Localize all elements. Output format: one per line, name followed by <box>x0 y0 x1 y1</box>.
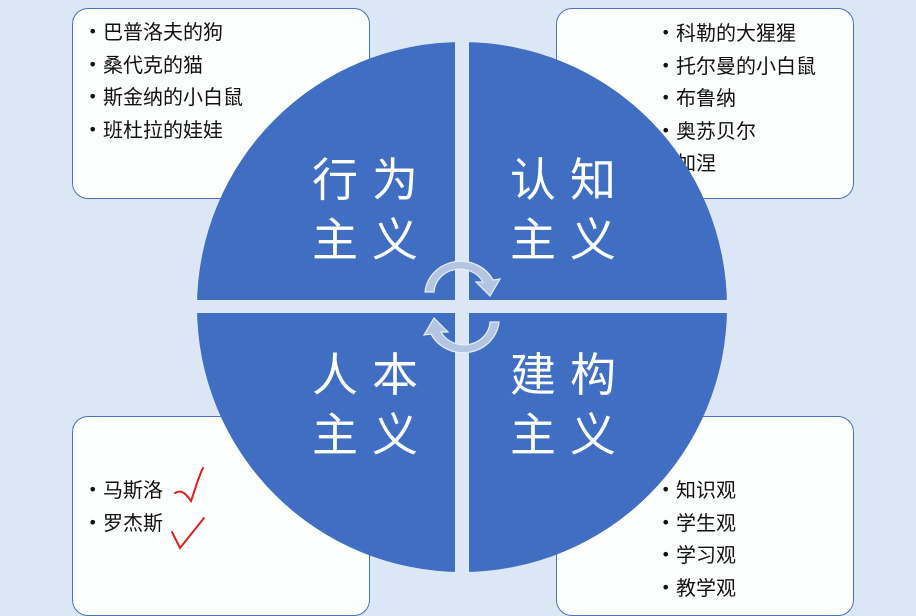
list-item: 桑代克的猫 <box>88 49 243 82</box>
label-line: 建构 <box>510 348 630 402</box>
list-item: 班杜拉的娃娃 <box>88 114 243 147</box>
label-line: 主义 <box>510 408 630 462</box>
label-line: 主义 <box>312 408 432 462</box>
list-item: 知识观 <box>661 474 736 507</box>
list-item: 奥苏贝尔 <box>661 115 816 148</box>
list-item: 布鲁纳 <box>661 82 816 115</box>
list-item: 科勒的大猩猩 <box>661 17 816 50</box>
label-line: 主义 <box>312 213 432 267</box>
learning-theories-circle <box>171 42 735 572</box>
cognitivism-list: 科勒的大猩猩 托尔曼的小白鼠 布鲁纳 奥苏贝尔 加涅 <box>661 17 816 180</box>
constructivism-label: 建构 主义 <box>500 345 640 465</box>
list-item: 罗杰斯 <box>88 507 163 540</box>
constructivism-list: 知识观 学生观 学习观 教学观 <box>661 474 736 604</box>
cognitivism-label: 认知 主义 <box>500 150 640 270</box>
list-item: 托尔曼的小白鼠 <box>661 50 816 83</box>
list-item: 马斯洛 <box>88 474 163 507</box>
label-line: 人本 <box>312 348 432 402</box>
list-item: 学习观 <box>661 539 736 572</box>
checkmark-icon <box>171 467 205 550</box>
list-item: 学生观 <box>661 507 736 540</box>
cycle-arrows-icon <box>422 260 502 354</box>
horizontal-divider <box>190 300 735 313</box>
humanism-list: 马斯洛 罗杰斯 <box>88 474 163 539</box>
label-line: 主义 <box>510 213 630 267</box>
humanism-label: 人本 主义 <box>302 345 442 465</box>
behaviorism-list: 巴普洛夫的狗 桑代克的猫 斯金纳的小白鼠 班杜拉的娃娃 <box>88 16 243 146</box>
label-line: 认知 <box>510 153 630 207</box>
label-line: 行为 <box>312 153 432 207</box>
list-item: 巴普洛夫的狗 <box>88 16 243 49</box>
behaviorism-label: 行为 主义 <box>302 150 442 270</box>
list-item: 斯金纳的小白鼠 <box>88 81 243 114</box>
